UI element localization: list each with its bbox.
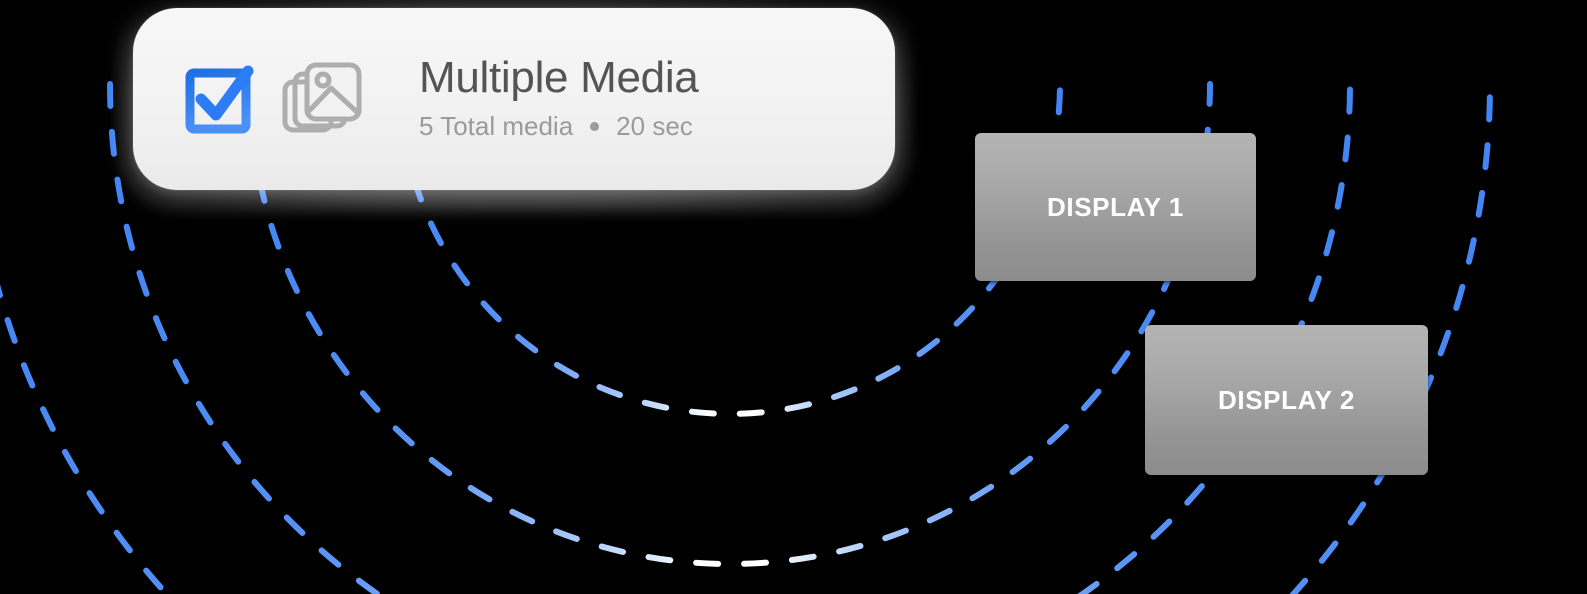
- card-text-block: Multiple Media 5 Total media 20 sec: [419, 53, 699, 142]
- checkbox-checked-icon[interactable]: [185, 63, 257, 135]
- card-subtitle-duration: 20 sec: [616, 110, 693, 141]
- display-box-2[interactable]: DISPLAY 2: [1145, 325, 1428, 475]
- card-title: Multiple Media: [419, 53, 699, 103]
- display-box-1[interactable]: DISPLAY 1: [975, 133, 1256, 281]
- card-subtitle: 5 Total media 20 sec: [419, 111, 698, 142]
- card-subtitle-count: 5 Total media: [419, 110, 574, 141]
- multiple-media-card[interactable]: Multiple Media 5 Total media 20 sec: [133, 8, 895, 190]
- display-2-label: DISPLAY 2: [1218, 384, 1355, 415]
- media-stack-icon: [282, 62, 362, 133]
- subtitle-separator-dot: [590, 121, 600, 131]
- display-1-label: DISPLAY 1: [1047, 191, 1184, 222]
